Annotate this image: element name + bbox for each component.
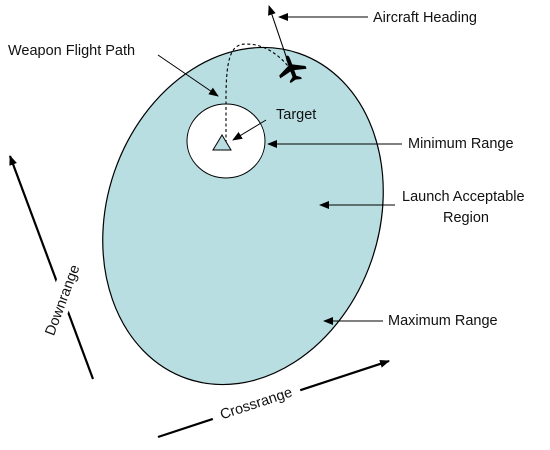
aircraft-heading-label: Aircraft Heading — [373, 10, 477, 26]
weapon-flight-path-pointer — [157, 54, 219, 97]
launch-acceptable-region-label-line2: Region — [443, 210, 489, 226]
minimum-range-label: Minimum Range — [408, 136, 514, 152]
downrange-arrow — [8, 155, 95, 380]
launch-acceptable-region — [102, 46, 384, 386]
downrange-label-group: Downrange — [36, 256, 87, 343]
maximum-range-label: Maximum Range — [388, 313, 498, 329]
target-pointer — [232, 119, 267, 141]
target-label: Target — [276, 107, 316, 123]
target-triangle-icon — [212, 134, 232, 151]
launch-acceptable-region-label-line1: Launch Acceptable — [402, 189, 525, 205]
weapon-flight-path — [225, 43, 289, 143]
aircraft-icon — [279, 55, 307, 84]
weapon-flight-path-label: Weapon Flight Path — [8, 43, 135, 59]
